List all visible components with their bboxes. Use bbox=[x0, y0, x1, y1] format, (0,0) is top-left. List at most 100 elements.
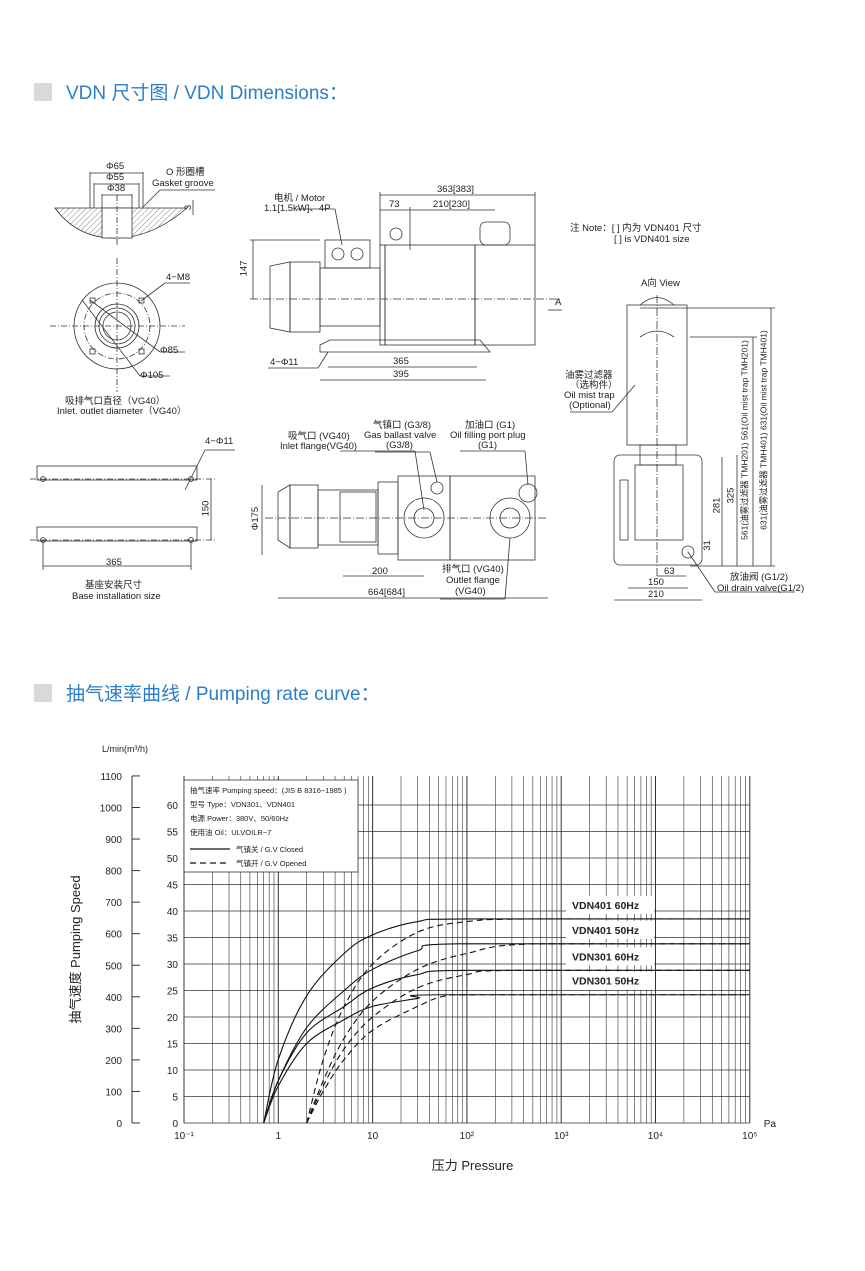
x-tick-label: 10⁻¹ bbox=[174, 1131, 194, 1142]
gasket-name-cn: O 形圈槽 bbox=[166, 167, 205, 178]
overall-length-top: 664[684] bbox=[368, 587, 405, 598]
curve-title-text: 抽气速率曲线 / Pumping rate curve： bbox=[66, 684, 380, 705]
left-tick-label: 500 bbox=[105, 961, 122, 972]
flange-drawing bbox=[50, 258, 190, 392]
curve-vdn301-50hz-solid bbox=[263, 994, 750, 1124]
dimensions-title-text: VDN 尺寸图 / VDN Dimensions： bbox=[66, 83, 348, 104]
oil-fill-en: Oil filling port plug bbox=[450, 430, 526, 441]
series-label: VDN401 60Hz bbox=[572, 900, 639, 912]
left-tick-label: 700 bbox=[105, 898, 122, 909]
flange-d85: Φ85 bbox=[160, 345, 179, 356]
left-tick-label: 400 bbox=[105, 993, 122, 1004]
inner-tick-label: 50 bbox=[167, 854, 179, 865]
x-tick-label: 1 bbox=[276, 1131, 282, 1142]
inlet-en: Inlet flange(VG40) bbox=[280, 441, 358, 452]
overall-length: 363[383] bbox=[437, 184, 474, 195]
trap-opt-en: (Optional) bbox=[569, 400, 611, 411]
gasket-name-en: Gasket groove bbox=[152, 178, 214, 189]
curve-section-title: 抽气速率曲线 / Pumping rate curve： bbox=[34, 679, 380, 706]
series-label-bg bbox=[566, 971, 654, 990]
note-line-1: 注 Note：[ ] 内为 VDN401 尺寸 bbox=[570, 223, 702, 234]
section-marker bbox=[34, 82, 52, 101]
y-axis-title: 抽气速度 Pumping Speed bbox=[68, 875, 83, 1023]
left-tick-label: 1000 bbox=[100, 804, 123, 815]
note-line-2: [ ] is VDN401 size bbox=[614, 234, 690, 245]
outlet-size: (VG40) bbox=[455, 586, 486, 597]
dim-395: 395 bbox=[393, 369, 409, 380]
gasket-d38: Φ38 bbox=[107, 183, 126, 194]
left-tick-label: 600 bbox=[105, 930, 122, 941]
view-arrow-a: A bbox=[555, 297, 562, 308]
series-label-bg bbox=[566, 895, 654, 914]
oil-fill-cn: 加油口 (G1) bbox=[465, 420, 516, 431]
series-label-bg bbox=[566, 920, 654, 939]
height-631: 631(油雾过滤器 TMH401) 631(Oil mist trap TMH4… bbox=[758, 330, 769, 530]
dim-73: 73 bbox=[389, 199, 400, 210]
legend-closed: 气镇关 / G.V Closed bbox=[236, 844, 303, 854]
inner-tick-label: 25 bbox=[167, 987, 179, 998]
gas-ballast-en: Gas ballast valve bbox=[364, 430, 437, 441]
inner-tick-label: 55 bbox=[167, 828, 179, 839]
width-150: 150 bbox=[648, 577, 664, 588]
legend-box bbox=[183, 779, 359, 873]
diameter-175: Φ175 bbox=[250, 506, 262, 531]
gasket-depth: 3 bbox=[183, 204, 195, 211]
side-holes: 4−Φ11 bbox=[270, 357, 299, 368]
height-325: 325 bbox=[725, 487, 737, 504]
height-281: 281 bbox=[711, 497, 723, 514]
oil-fill-size: (G1) bbox=[478, 440, 497, 451]
x-tick-label: 10 bbox=[367, 1131, 379, 1142]
gas-ballast-cn: 气镇口 (G3/8) bbox=[373, 420, 432, 431]
inner-tick-label: 15 bbox=[167, 1040, 179, 1051]
flange-caption-en: Inlet. outlet diameter（VG40） bbox=[57, 406, 187, 417]
gasket-d55: Φ55 bbox=[106, 172, 125, 183]
outlet-en: Outlet flange bbox=[446, 575, 500, 586]
trap-en: Oil mist trap bbox=[564, 390, 615, 401]
trap-opt-cn: （选构件） bbox=[570, 380, 618, 391]
width-200: 200 bbox=[372, 566, 388, 577]
curve-vdn401-60hz-dashed bbox=[306, 918, 750, 1124]
curve-vdn301-60hz-dashed bbox=[306, 969, 750, 1124]
curve-vdn401-50hz-dashed bbox=[306, 943, 750, 1124]
height-561: 561(油雾过滤器 TMH201) 561(Oil mist trap TMH2… bbox=[739, 340, 750, 540]
y-unit-label: L/min(m³/h) bbox=[102, 744, 148, 754]
motor-label-cn: 电机 / Motor bbox=[274, 193, 326, 204]
inlet-cn: 吸气口 (VG40) bbox=[288, 431, 350, 442]
legend-opened: 气镇开 / G.V Opened bbox=[236, 858, 306, 868]
base-caption-en: Base installation size bbox=[72, 591, 161, 602]
curve-vdn401-60hz-solid bbox=[263, 918, 750, 1124]
x-tick-label: 10⁵ bbox=[742, 1131, 757, 1142]
flange-bolts: 4−M8 bbox=[166, 272, 191, 283]
outlet-cn: 排气口 (VG40) bbox=[442, 564, 504, 575]
dim-365: 365 bbox=[393, 356, 409, 367]
base-caption-cn: 基座安装尺寸 bbox=[85, 580, 143, 591]
left-tick-label: 0 bbox=[116, 1119, 122, 1130]
x-tick-label: 10⁴ bbox=[648, 1131, 663, 1142]
series-label: VDN301 60Hz bbox=[572, 951, 639, 963]
left-tick-label: 900 bbox=[105, 835, 122, 846]
legend-line: 型号 Type：VDN301、VDN401 bbox=[190, 800, 295, 809]
legend-line: 抽气速率 Pumping speed：(JIS B 8316−1985 ) bbox=[190, 785, 347, 795]
left-tick-label: 100 bbox=[105, 1087, 122, 1098]
motor-spec: 1.1[1.5kW]、4P bbox=[264, 203, 331, 214]
flange-caption-cn: 吸排气口直径（VG40） bbox=[65, 396, 166, 407]
dim-210: 210[230] bbox=[433, 199, 470, 210]
chart-legend: 抽气速率 Pumping speed：(JIS B 8316−1985 ) 型号 … bbox=[183, 779, 359, 873]
a-view-drawing bbox=[570, 295, 795, 601]
left-tick-label: 200 bbox=[105, 1056, 122, 1067]
curve-vdn301-50hz-dashed bbox=[306, 994, 750, 1124]
inner-tick-label: 35 bbox=[167, 934, 179, 945]
inner-tick-label: 60 bbox=[167, 801, 179, 812]
dimensions-section-title: VDN 尺寸图 / VDN Dimensions： bbox=[34, 78, 348, 105]
inner-tick-label: 5 bbox=[172, 1093, 178, 1104]
gas-ballast-size: (G3/8) bbox=[386, 440, 413, 451]
side-view-drawing bbox=[250, 192, 562, 381]
a-view-title: A向 View bbox=[641, 278, 680, 289]
base-150: 150 bbox=[200, 500, 212, 517]
base-installation-drawing bbox=[30, 449, 235, 570]
gasket-section-drawing bbox=[54, 172, 215, 245]
inner-tick-label: 45 bbox=[167, 881, 179, 892]
width-210: 210 bbox=[648, 589, 664, 600]
